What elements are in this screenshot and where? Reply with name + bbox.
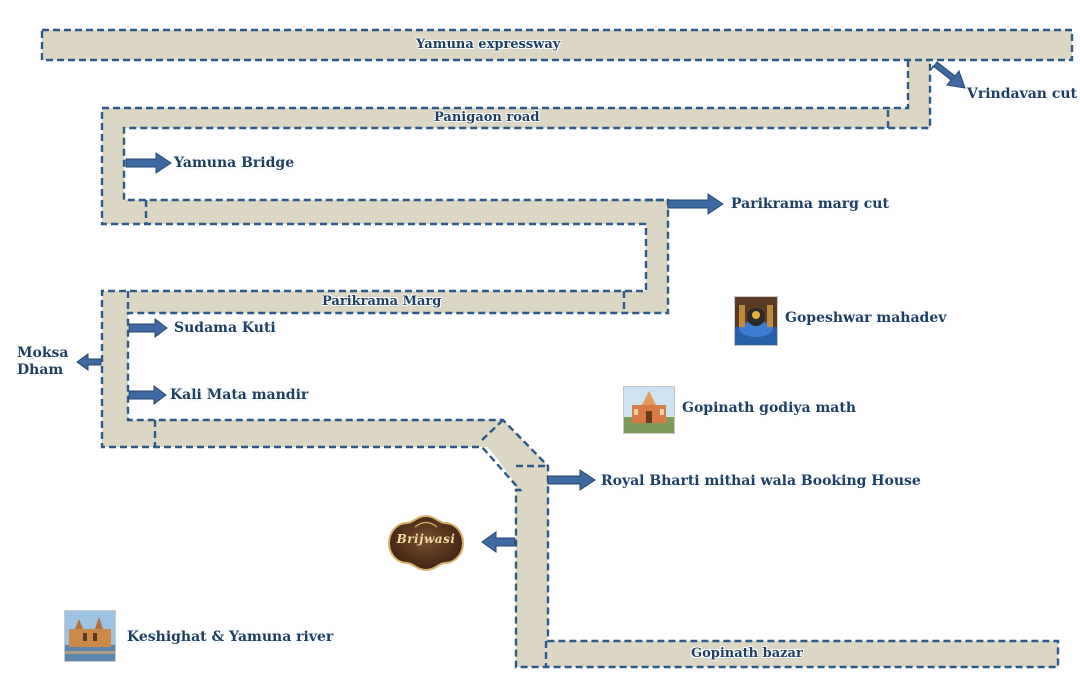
label-sudama-kuti: Sudama Kuti xyxy=(174,320,276,336)
label-moksa-dham-line2: Dham xyxy=(17,362,64,378)
road-label-gopinath-bazar: Gopinath bazar xyxy=(691,646,803,661)
label-parikrama-marg-cut: Parikrama marg cut xyxy=(731,196,889,212)
road-yamuna-bridge-connector xyxy=(102,108,124,224)
road-borders xyxy=(40,28,1074,669)
road-fills xyxy=(42,30,1072,667)
road-label-parikrama-marg: Parikrama Marg xyxy=(322,294,442,309)
arrow-sudama-kuti-icon xyxy=(128,318,168,338)
gopeshwar-mahadev-photo xyxy=(734,296,778,346)
brijwasi-logo: Brijwasi xyxy=(385,514,467,572)
arrow-kali-mata-mandir-icon xyxy=(128,385,167,405)
road-parikrama-connector xyxy=(646,200,668,313)
road-label-yamuna-expressway: Yamuna expressway xyxy=(416,37,561,52)
label-gopeshwar-mahadev: Gopeshwar mahadev xyxy=(785,310,947,326)
direction-arrows xyxy=(76,61,966,553)
arrow-royal-bharti-icon xyxy=(547,469,596,491)
road-label-panigaon-road: Panigaon road xyxy=(434,110,540,125)
keshighat-photo xyxy=(64,610,116,662)
arrow-moksa-dham-icon xyxy=(76,353,102,371)
arrow-brijwasi-icon xyxy=(481,531,516,553)
arrow-vrindavan-cut-icon xyxy=(930,61,966,89)
label-gopinath-godiya-math: Gopinath godiya math xyxy=(682,400,857,416)
arrow-parikrama-marg-cut-icon xyxy=(667,193,724,215)
road-lower-loop xyxy=(102,420,502,447)
label-keshighat: Keshighat & Yamuna river xyxy=(127,629,334,645)
label-kali-mata-mandir: Kali Mata mandir xyxy=(170,387,309,403)
arrow-yamuna-bridge-icon xyxy=(125,152,172,174)
road-royal-bharti xyxy=(516,466,548,667)
road-yamuna-expressway xyxy=(42,30,1072,60)
label-moksa-dham-line1: Moksa xyxy=(17,345,69,361)
brijwasi-logo-text: Brijwasi xyxy=(396,532,456,546)
road-parikrama-marg xyxy=(102,291,668,313)
label-royal-bharti: Royal Bharti mithai wala Booking House xyxy=(601,473,921,489)
road-gopinath-bazar xyxy=(546,641,1058,667)
road-panigaon xyxy=(102,108,930,128)
label-vrindavan-cut: Vrindavan cut xyxy=(967,86,1078,102)
label-moksa-dham: Moksa Dham xyxy=(17,345,69,379)
gopinath-godiya-math-photo xyxy=(623,386,675,434)
label-yamuna-bridge: Yamuna Bridge xyxy=(174,155,295,171)
road-lower-panigaon xyxy=(102,200,668,224)
